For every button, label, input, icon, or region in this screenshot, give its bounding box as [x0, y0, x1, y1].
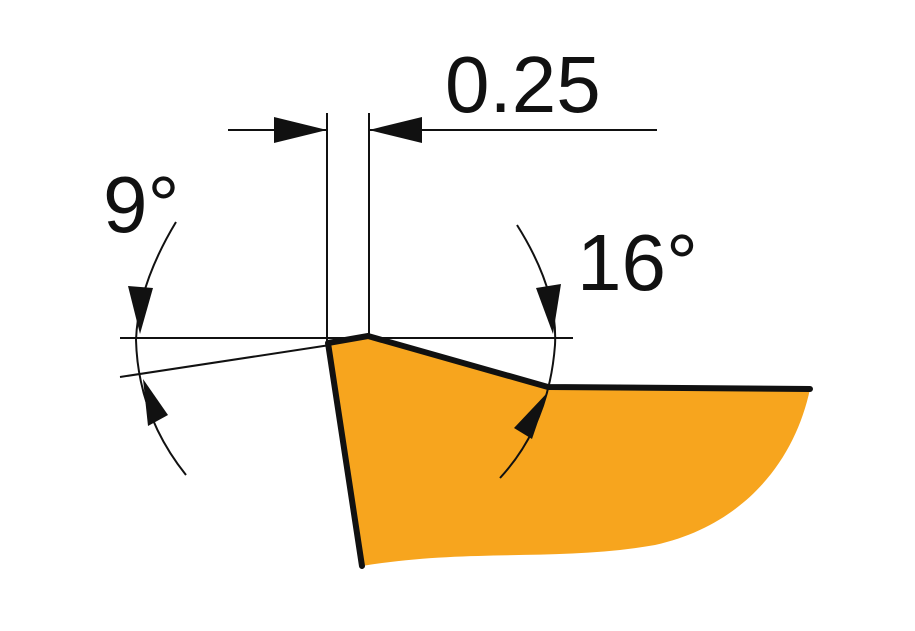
- angle-arc-9deg: [134, 221, 187, 476]
- dimension-arrow-right: [369, 117, 422, 143]
- angle-arrow-16deg-bottom: [514, 392, 548, 439]
- insert-body: [328, 336, 810, 566]
- angle-label-16deg: 16°: [577, 218, 698, 307]
- inclined-line-9deg: [119, 344, 331, 378]
- dimension-arrow-left: [274, 117, 327, 143]
- angle-arc-16deg: [499, 224, 557, 479]
- angle-label-9deg: 9°: [103, 160, 179, 249]
- angle-arrow-9deg-top: [128, 286, 153, 334]
- angle-arrow-9deg-bottom: [143, 379, 168, 426]
- width-dimension-label: 0.25: [445, 40, 601, 129]
- angle-arrow-16deg-top: [536, 284, 561, 334]
